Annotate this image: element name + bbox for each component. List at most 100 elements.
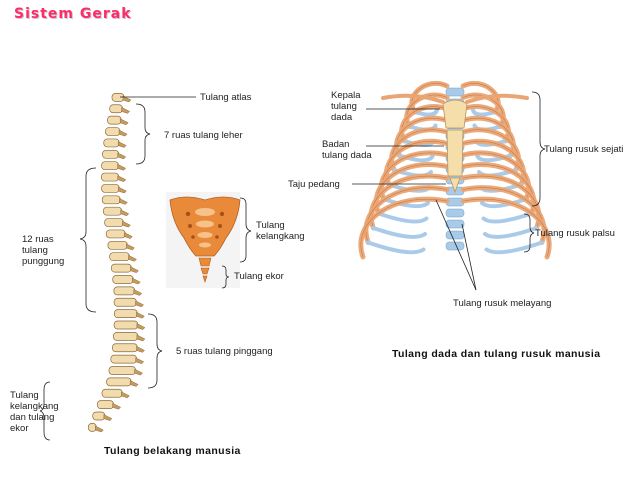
costal-cartilage	[376, 211, 429, 224]
spinous-process	[136, 323, 146, 330]
spinous-process	[117, 163, 127, 171]
label-badan-line-1: Badan	[322, 139, 350, 150]
vertebra	[113, 297, 137, 307]
costal-cartilage	[484, 240, 544, 255]
spinous-process	[120, 209, 130, 217]
spine-illustration	[87, 93, 146, 433]
vertebra	[113, 309, 138, 318]
label-tulang-kelangkang: Tulang kelangkang	[256, 220, 305, 242]
rib-outline	[396, 117, 448, 156]
label-tulang-ekor: Tulang ekor	[234, 271, 284, 282]
thoracic-vertebra	[445, 219, 465, 229]
page-title: Sistem Gerak	[14, 6, 132, 22]
label-kelangkang-ekor-line-1: Tulang	[10, 390, 39, 401]
rib-outline	[406, 94, 448, 127]
spinous-process	[118, 186, 127, 194]
spinous-process	[103, 414, 113, 421]
label-kelangkang-ekor-line-4: ekor	[10, 423, 29, 434]
label-kepala-line-1: Kepala	[331, 90, 361, 101]
label-ruas-punggung: 12 ruas tulang punggung	[22, 234, 64, 267]
ribcage-illustration	[358, 80, 552, 260]
caption-ribcage: Tulang dada dan tulang rusuk manusia	[392, 348, 601, 360]
vertebra	[96, 400, 114, 409]
label-tulang-atlas: Tulang atlas	[200, 92, 252, 103]
label-punggung-line-1: 12 ruas	[22, 234, 54, 245]
label-rusuk-melayang: Tulang rusuk melayang	[453, 298, 552, 309]
spinous-process	[134, 368, 143, 376]
rib-outline	[462, 94, 504, 127]
label-kelangkang-ekor: Tulang kelangkang dan tulang ekor	[10, 390, 59, 434]
spinous-process	[135, 357, 145, 365]
caption-spine: Tulang belakang manusia	[104, 445, 241, 457]
costal-cartilage	[481, 211, 534, 224]
kelangkang-brace	[239, 197, 252, 263]
spinous-process	[136, 345, 145, 353]
vertebra	[105, 127, 121, 136]
spinous-process	[121, 106, 130, 114]
vertebra	[113, 332, 139, 341]
label-taju-pedang: Taju pedang	[288, 179, 340, 190]
vertebra	[103, 138, 120, 148]
label-kelangkang-line-1: Tulang	[256, 220, 285, 231]
label-badan-tulang-dada: Badan tulang dada	[322, 139, 372, 161]
label-kelangkang-line-2: kelangkang	[256, 231, 305, 242]
vertebra	[107, 240, 128, 250]
label-rusuk-sejati: Tulang rusuk sejati	[544, 144, 624, 155]
costal-cartilage	[483, 226, 539, 239]
spinous-process	[119, 198, 128, 205]
sternum-body	[446, 129, 464, 177]
spinous-process	[95, 425, 104, 433]
spinous-process	[112, 402, 122, 410]
pinggang-brace	[147, 313, 163, 389]
thoracic-vertebra	[445, 230, 465, 240]
vertebra	[109, 104, 123, 114]
vertebra	[106, 377, 132, 387]
thoracic-vertebra	[445, 208, 465, 218]
label-punggung-line-2: tulang	[22, 245, 48, 256]
vertebra	[101, 161, 119, 171]
rib-outline	[365, 187, 448, 243]
vertebra	[105, 229, 126, 239]
spinous-process	[131, 277, 141, 285]
label-kepala-line-2: tulang	[331, 101, 357, 112]
costal-cartilage	[366, 240, 426, 255]
kelangkang-ekor-brace	[39, 381, 51, 441]
spinous-process	[117, 152, 127, 160]
leher-brace	[135, 103, 151, 165]
punggung-brace	[79, 167, 97, 313]
rib-outline	[462, 198, 550, 258]
vertebra	[108, 366, 136, 375]
vertebra	[109, 252, 130, 262]
melayang-leader-left	[435, 199, 477, 291]
spinous-process	[118, 129, 128, 137]
label-rusuk-palsu: Tulang rusuk palsu	[535, 228, 615, 239]
spinous-process	[119, 118, 129, 126]
vertebra	[92, 411, 106, 421]
vertebra	[102, 206, 123, 216]
costal-cartilage	[413, 108, 439, 117]
ekor-brace	[221, 265, 230, 289]
label-kelangkang-ekor-line-2: kelangkang	[10, 401, 59, 412]
vertebra	[101, 195, 121, 205]
spinous-process	[117, 141, 127, 148]
vertebra	[112, 275, 134, 284]
vertebra	[101, 184, 120, 193]
label-badan-line-2: tulang dada	[322, 150, 372, 161]
vertebra	[113, 320, 139, 330]
spinous-process	[117, 175, 127, 182]
costal-cartilage	[471, 108, 497, 117]
xiphoid-process	[449, 177, 461, 194]
label-kepala-tulang-dada: Kepala tulang dada	[331, 90, 361, 123]
label-punggung-line-3: punggung	[22, 256, 65, 267]
rib-outline	[462, 117, 514, 156]
vertebra	[110, 354, 138, 364]
label-ruas-pinggang: 5 ruas tulang pinggang	[176, 346, 273, 357]
vertebra	[113, 286, 136, 296]
melayang-leader-right	[461, 223, 477, 291]
spinous-process	[133, 289, 143, 296]
spinous-process	[136, 334, 146, 342]
sejati-brace	[531, 91, 546, 207]
spinous-process	[121, 391, 130, 399]
clavicle-left	[381, 93, 445, 104]
